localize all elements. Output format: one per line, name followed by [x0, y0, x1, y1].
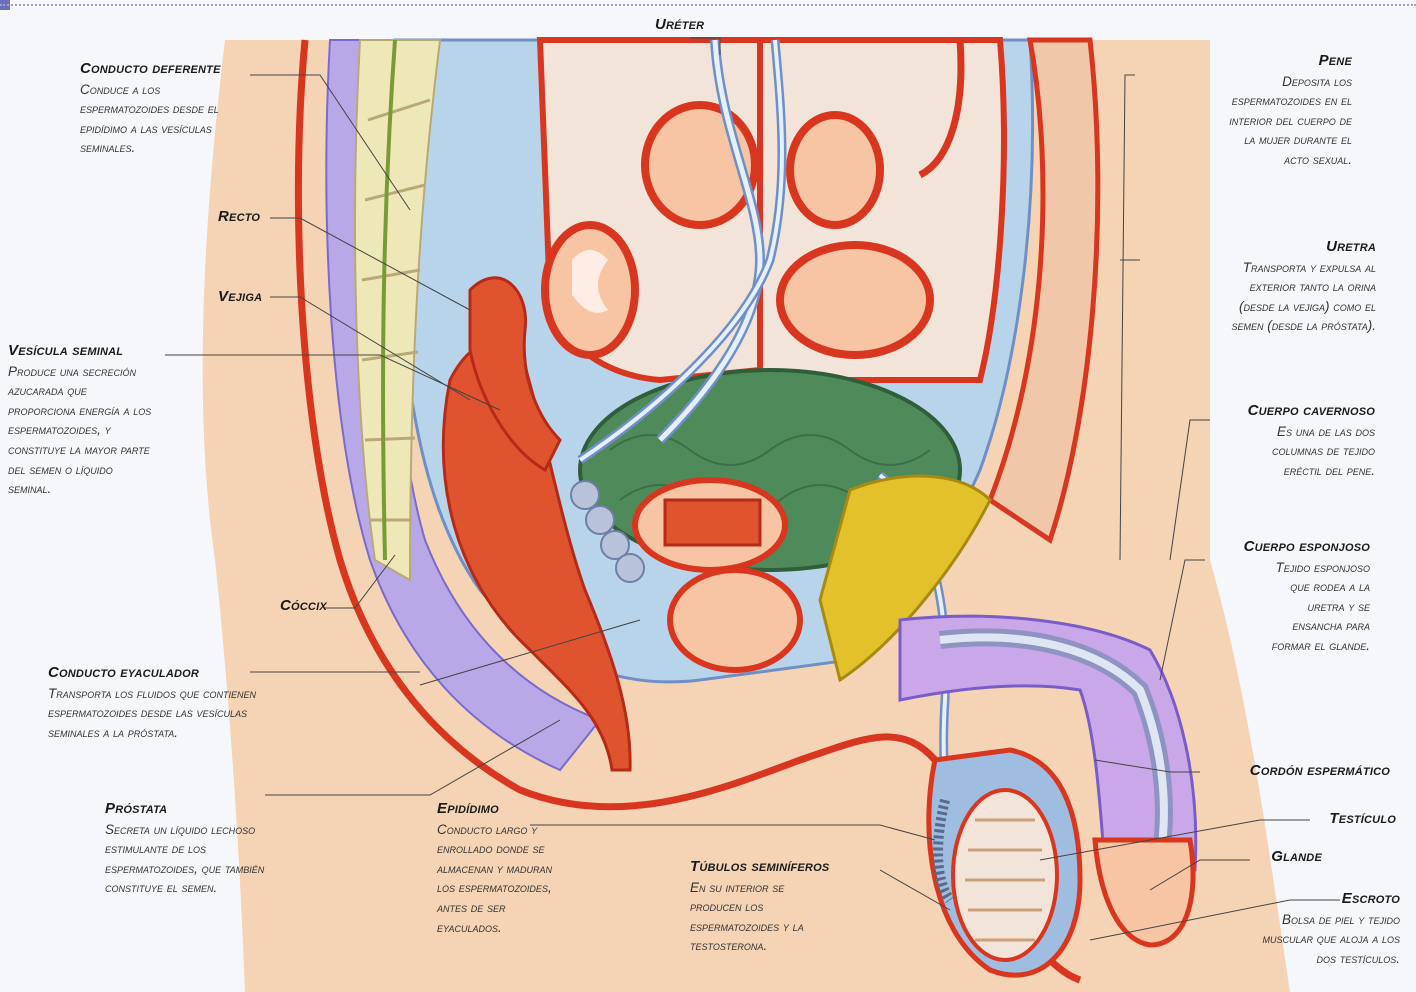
- cuerpo-esponjoso-title: Cuerpo esponjoso: [1170, 536, 1370, 558]
- prostate-inner: [665, 500, 760, 545]
- tubulos-desc: En su interior se producen los espermato…: [690, 878, 900, 956]
- label-testiculo: Testículo: [1260, 808, 1396, 830]
- epididimo-title: Epidídimo: [437, 798, 667, 820]
- label-escroto: Escroto Bolsa de piel y tejido muscular …: [1150, 888, 1400, 968]
- conducto-deferente-title: Conducto deferente: [80, 58, 320, 80]
- prostata-desc: Secreta un líquido lechoso estimulante d…: [105, 820, 385, 898]
- label-prostata: Próstata Secreta un líquido lechoso esti…: [105, 798, 385, 898]
- escroto-desc: Bolsa de piel y tejido muscular que aloj…: [1150, 910, 1400, 969]
- testicle: [953, 790, 1057, 960]
- label-conducto-eyaculador: Conducto eyaculador Transporta los fluid…: [48, 662, 428, 742]
- label-vesicula-seminal: Vesícula seminal Produce una secreción a…: [8, 340, 268, 499]
- label-vejiga: Vejiga: [218, 286, 262, 308]
- cuerpo-cavernoso-title: Cuerpo cavernoso: [1175, 400, 1375, 422]
- pene-desc: Deposita los espermatozoides en el inter…: [1120, 72, 1352, 170]
- conducto-eyaculador-title: Conducto eyaculador: [48, 662, 428, 684]
- uretra-title: Uretra: [1120, 236, 1376, 258]
- lower-prostate: [670, 570, 800, 670]
- coccix-title: Cóccix: [280, 595, 327, 617]
- label-conducto-deferente: Conducto deferente Conduce a los esperma…: [80, 58, 320, 158]
- cuerpo-cavernoso-desc: Es una de las dos columnas de tejido eré…: [1175, 422, 1375, 481]
- conducto-eyaculador-desc: Transporta los fluidos que contienen esp…: [48, 684, 428, 743]
- label-glande: Glande: [1210, 846, 1322, 868]
- conducto-deferente-desc: Conduce a los espermatozoides desde el e…: [80, 80, 320, 158]
- vesicula-seminal-desc: Produce una secreción azucarada que prop…: [8, 362, 268, 499]
- pene-title: Pene: [1120, 50, 1352, 72]
- cuerpo-esponjoso-desc: Tejido esponjoso que rodea a la uretra y…: [1170, 558, 1370, 656]
- escroto-title: Escroto: [1150, 888, 1400, 910]
- label-recto: Recto: [218, 206, 260, 228]
- uretra-desc: Transporta y expulsa al exterior tanto l…: [1120, 258, 1376, 336]
- intestines: [540, 40, 1004, 380]
- label-cuerpo-esponjoso: Cuerpo esponjoso Tejido esponjoso que ro…: [1170, 536, 1370, 656]
- label-cuerpo-cavernoso: Cuerpo cavernoso Es una de las dos colum…: [1175, 400, 1375, 480]
- recto-title: Recto: [218, 206, 260, 228]
- ureter-title: Uréter: [655, 14, 704, 36]
- label-epididimo: Epidídimo Conducto largo y enrollado don…: [437, 798, 667, 937]
- label-cordon: Cordón espermático: [1160, 760, 1390, 782]
- testiculo-title: Testículo: [1260, 808, 1396, 830]
- tubulos-title: Túbulos seminíferos: [690, 856, 900, 878]
- vejiga-title: Vejiga: [218, 286, 262, 308]
- epididimo-desc: Conducto largo y enrollado donde se alma…: [437, 820, 667, 937]
- label-coccix: Cóccix: [280, 595, 327, 617]
- cordon-title: Cordón espermático: [1160, 760, 1390, 782]
- glande-title: Glande: [1210, 846, 1322, 868]
- label-tubulos: Túbulos seminíferos En su interior se pr…: [690, 856, 900, 956]
- vesicula-seminal-title: Vesícula seminal: [8, 340, 268, 362]
- label-pene: Pene Deposita los espermatozoides en el …: [1120, 50, 1352, 170]
- prostata-title: Próstata: [105, 798, 385, 820]
- label-uretra: Uretra Transporta y expulsa al exterior …: [1120, 236, 1376, 336]
- label-ureter: Uréter: [655, 14, 704, 36]
